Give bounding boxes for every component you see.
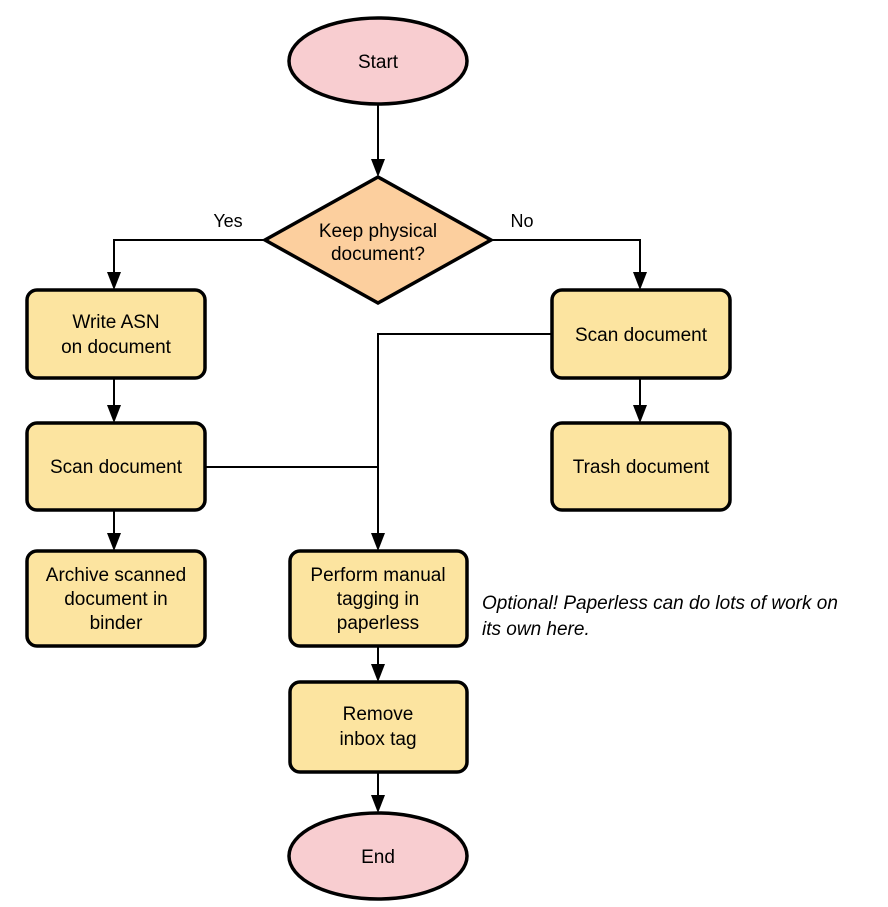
node-end-label: End (361, 847, 395, 868)
edge-remove-inbox-to-end (371, 772, 385, 813)
node-start-label: Start (358, 52, 399, 73)
node-archive-binder[interactable]: Archive scanned document in binder (25, 549, 207, 648)
edges-layer: Yes No (107, 104, 647, 813)
arrowhead-icon (371, 664, 385, 682)
node-end[interactable]: End (287, 811, 469, 901)
perform-manual-tagging-box[interactable] (288, 549, 469, 648)
archive-binder-box[interactable] (25, 549, 207, 648)
node-scan-document-right[interactable]: Scan document (550, 288, 732, 380)
edge-line (377, 333, 552, 538)
node-tagging-label-line3: paperless (337, 613, 419, 634)
end-ellipse[interactable] (287, 811, 469, 901)
edge-write-asn-to-scan-left (107, 378, 121, 423)
node-remove-inbox-label-line1: Remove (343, 704, 414, 725)
node-archive-label-line1: Archive scanned (46, 565, 186, 586)
start-ellipse[interactable] (287, 16, 469, 106)
arrowhead-icon (633, 405, 647, 423)
node-trash-document[interactable]: Trash document (550, 421, 732, 512)
node-trash-document-label: Trash document (573, 457, 710, 478)
node-perform-manual-tagging[interactable]: Perform manual tagging in paperless (288, 549, 469, 648)
annotation-optional-note: Optional! Paperless can do lots of work … (482, 593, 838, 640)
edge-scan-left-to-archive (107, 510, 121, 551)
edge-decision-no-to-scan-right: No (491, 211, 647, 290)
arrowhead-icon (633, 272, 647, 290)
node-tagging-label-line1: Perform manual (310, 565, 445, 586)
edge-tagging-to-remove-inbox (371, 646, 385, 682)
decision-diamond[interactable] (261, 174, 495, 306)
node-decision-label-line2: document? (331, 244, 425, 265)
write-asn-box[interactable] (25, 288, 207, 380)
node-start[interactable]: Start (287, 16, 469, 106)
edge-line (113, 239, 265, 277)
node-scan-document-right-label: Scan document (575, 325, 708, 346)
scan-document-right-box[interactable] (550, 288, 732, 380)
optional-note-line1: Optional! Paperless can do lots of work … (482, 593, 838, 614)
arrowhead-icon (107, 405, 121, 423)
node-remove-inbox-label-line2: inbox tag (339, 729, 416, 750)
edge-scan-right-to-trash (633, 378, 647, 423)
node-remove-inbox-tag[interactable]: Remove inbox tag (288, 680, 469, 774)
edge-label-yes: Yes (213, 211, 242, 231)
node-write-asn[interactable]: Write ASN on document (25, 288, 207, 380)
arrowhead-icon (371, 533, 385, 551)
node-scan-document-left[interactable]: Scan document (25, 421, 207, 512)
node-write-asn-label-line2: on document (61, 337, 172, 358)
remove-inbox-tag-box[interactable] (288, 680, 469, 774)
node-archive-label-line2: document in (64, 589, 168, 610)
node-decision-label-line1: Keep physical (319, 221, 437, 242)
node-scan-document-left-label: Scan document (50, 457, 183, 478)
edge-start-to-decision (371, 104, 385, 177)
edge-line (491, 239, 641, 277)
trash-document-box[interactable] (550, 421, 732, 512)
arrowhead-icon (107, 272, 121, 290)
edge-decision-yes-to-write-asn: Yes (107, 211, 265, 290)
arrowhead-icon (371, 159, 385, 177)
node-decision-keep-physical-document[interactable]: Keep physical document? (261, 174, 495, 306)
edge-scan-right-to-tagging (371, 333, 552, 551)
optional-note-line2: its own here. (482, 619, 590, 640)
scan-document-left-box[interactable] (25, 421, 207, 512)
arrowhead-icon (371, 795, 385, 813)
edge-label-no: No (510, 211, 533, 231)
node-write-asn-label-line1: Write ASN (72, 312, 159, 333)
nodes-layer: Start Keep physical document? Write ASN … (25, 16, 732, 901)
node-tagging-label-line2: tagging in (337, 589, 419, 610)
arrowhead-icon (107, 533, 121, 551)
node-archive-label-line3: binder (90, 613, 143, 634)
